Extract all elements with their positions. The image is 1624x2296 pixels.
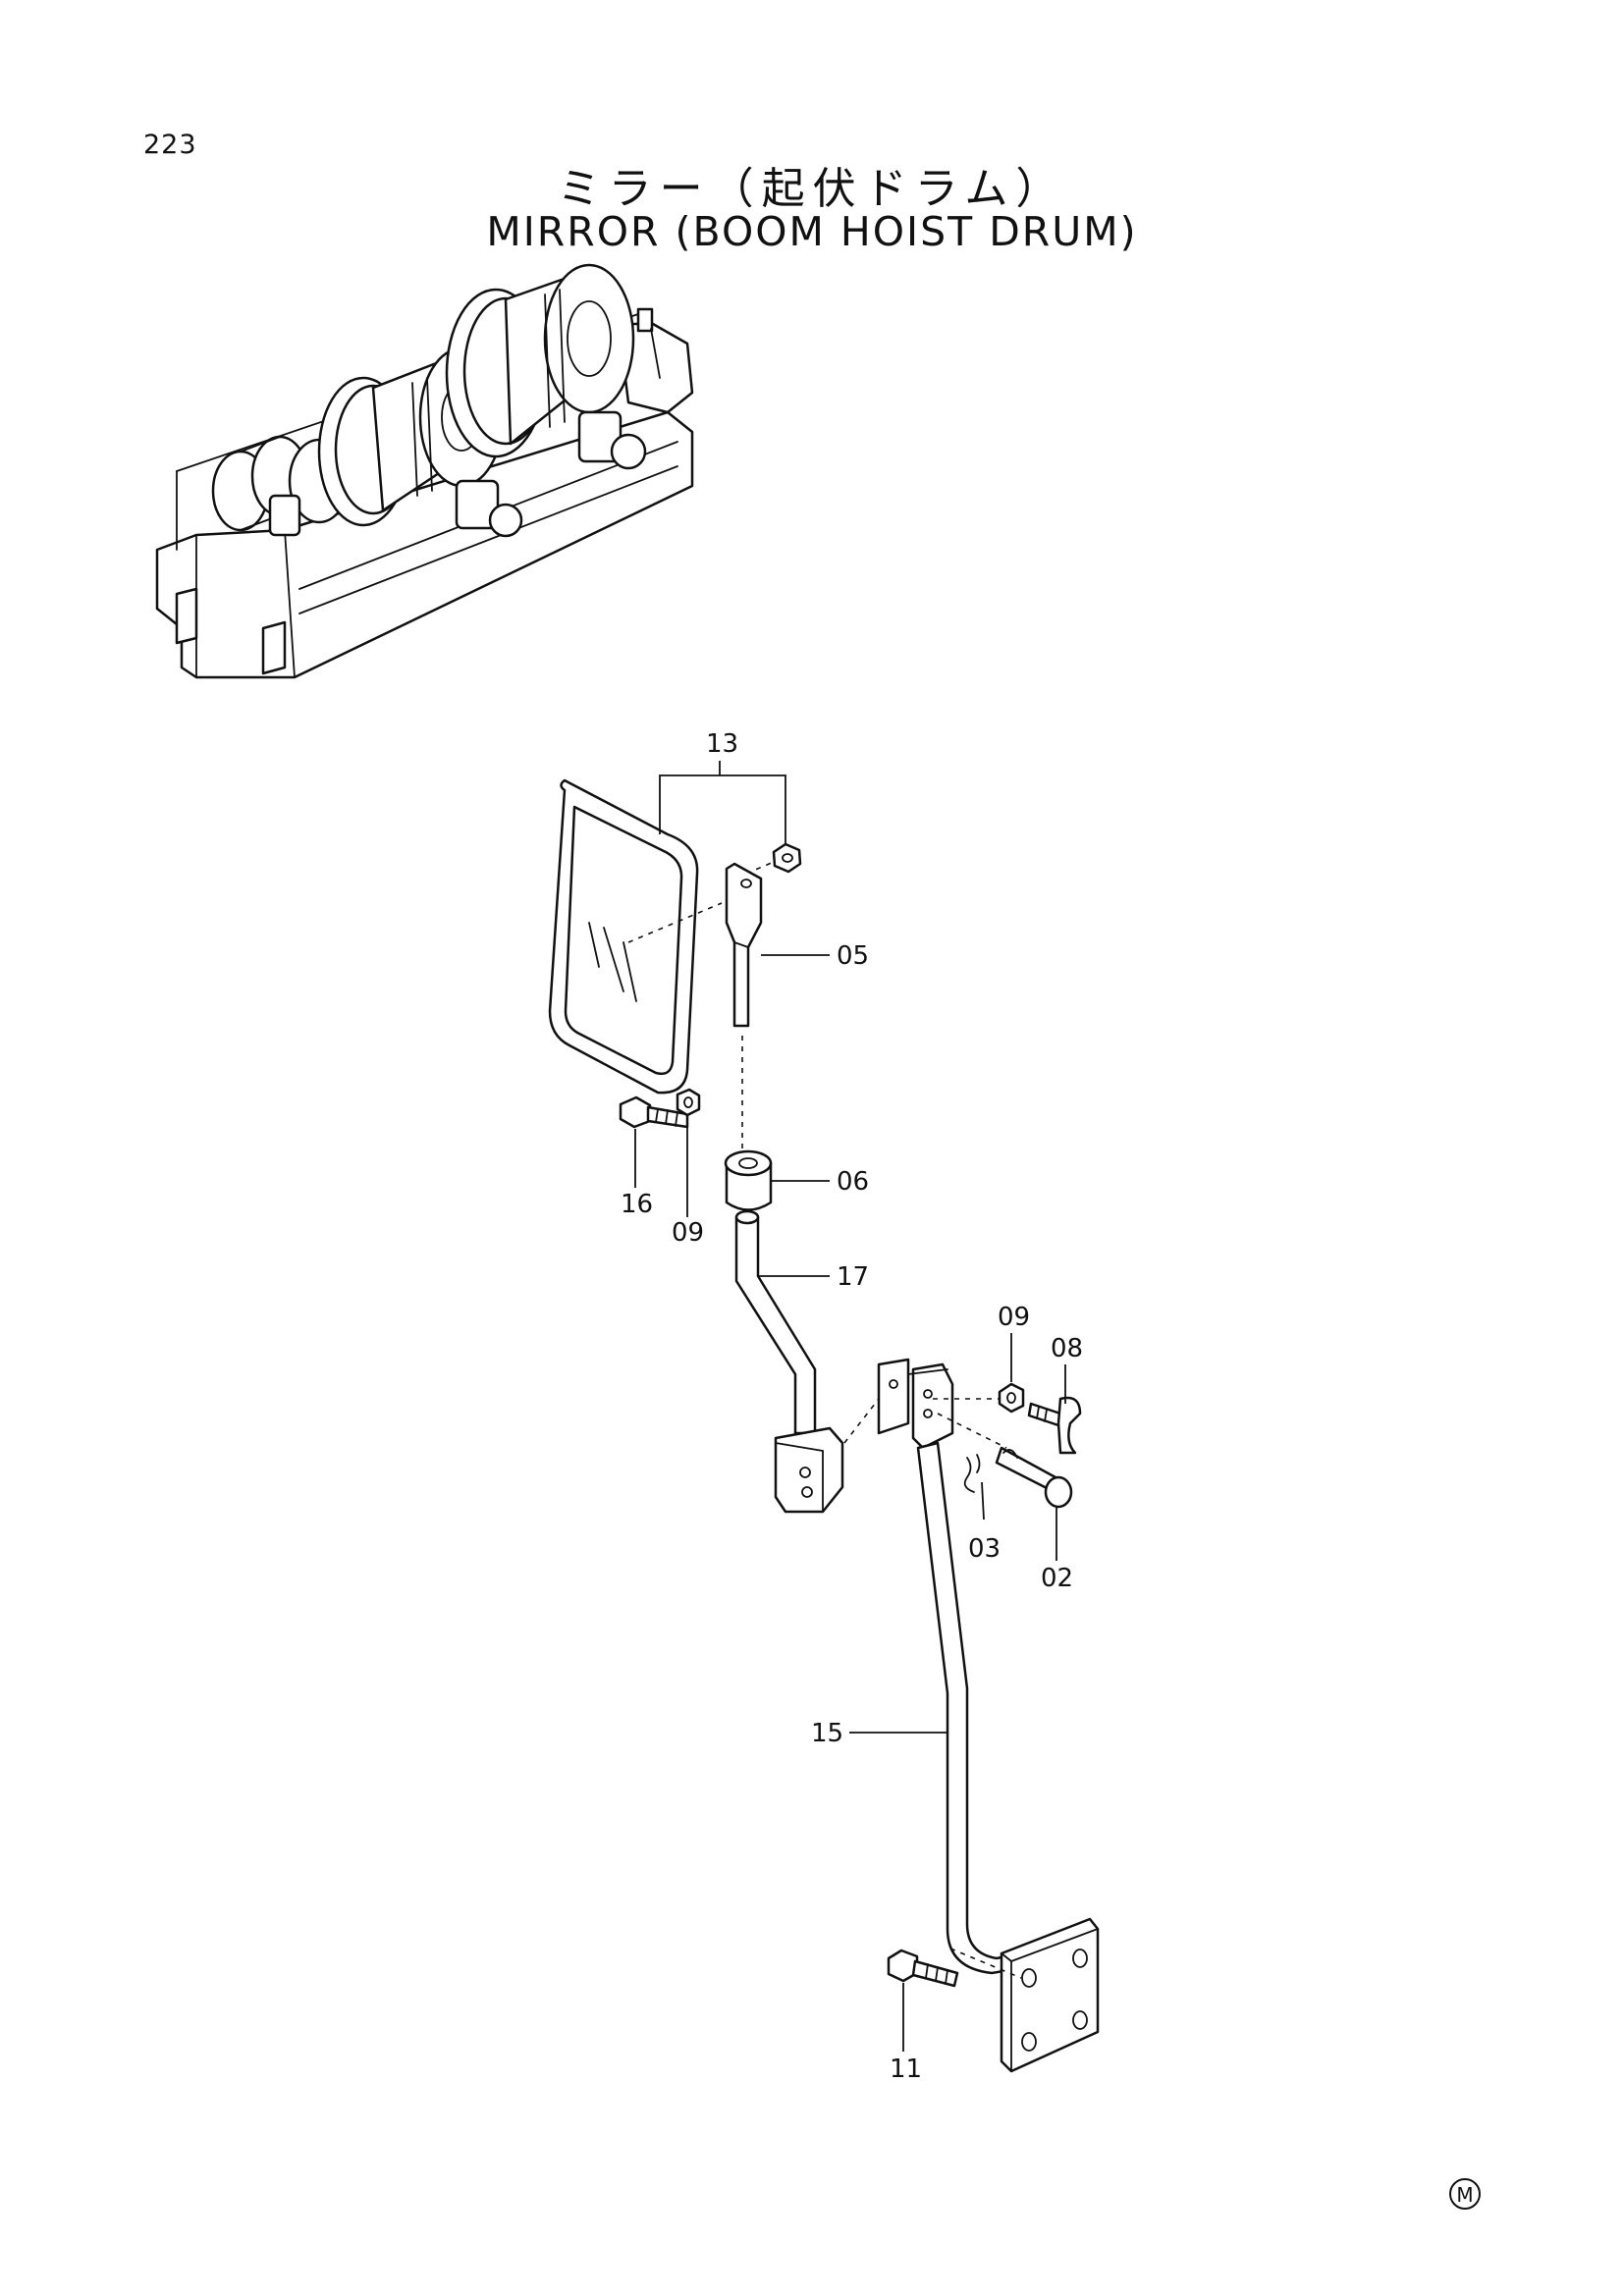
callout-13: 13 (706, 729, 738, 759)
bolt-16 (619, 1095, 689, 1129)
wing-bolt-08 (1027, 1396, 1082, 1455)
callout-09a: 09 (672, 1218, 704, 1248)
bolt-11 (887, 1949, 959, 1988)
leader-lines (634, 761, 1066, 2052)
drum-assembly-overview (155, 263, 694, 679)
callout-15: 15 (811, 1719, 843, 1748)
mark-letter: M (1456, 2183, 1473, 2207)
nut-09a (676, 1088, 701, 1117)
callout-labels: 13 05 16 09 06 17 09 08 03 02 15 11 (621, 729, 1083, 2084)
callout-09b: 09 (998, 1303, 1030, 1332)
callout-05: 05 (837, 941, 869, 971)
callout-17: 17 (837, 1262, 869, 1292)
callout-08: 08 (1051, 1334, 1083, 1363)
callout-03: 03 (968, 1534, 1001, 1564)
callout-16: 16 (621, 1190, 653, 1219)
page-number: 223 (143, 130, 197, 160)
callout-11: 11 (890, 2055, 922, 2084)
circled-m-mark: M (1449, 2178, 1481, 2210)
pipe-17 (734, 1209, 844, 1514)
pin-03 (963, 1454, 981, 1493)
mirror-13 (548, 778, 723, 1095)
title-japanese: ミラー（起伏ドラム） (557, 164, 1067, 214)
nut-09b (998, 1382, 1025, 1414)
callout-06: 06 (837, 1167, 869, 1197)
stay-15 (843, 1358, 1100, 2073)
collar-06 (724, 1149, 773, 1211)
arm-05 (725, 862, 763, 1148)
title-english: MIRROR (BOOM HOIST DRUM) (486, 208, 1138, 255)
callout-02: 02 (1041, 1564, 1073, 1593)
nut-13 (745, 842, 802, 875)
bolt-02 (995, 1446, 1073, 1509)
